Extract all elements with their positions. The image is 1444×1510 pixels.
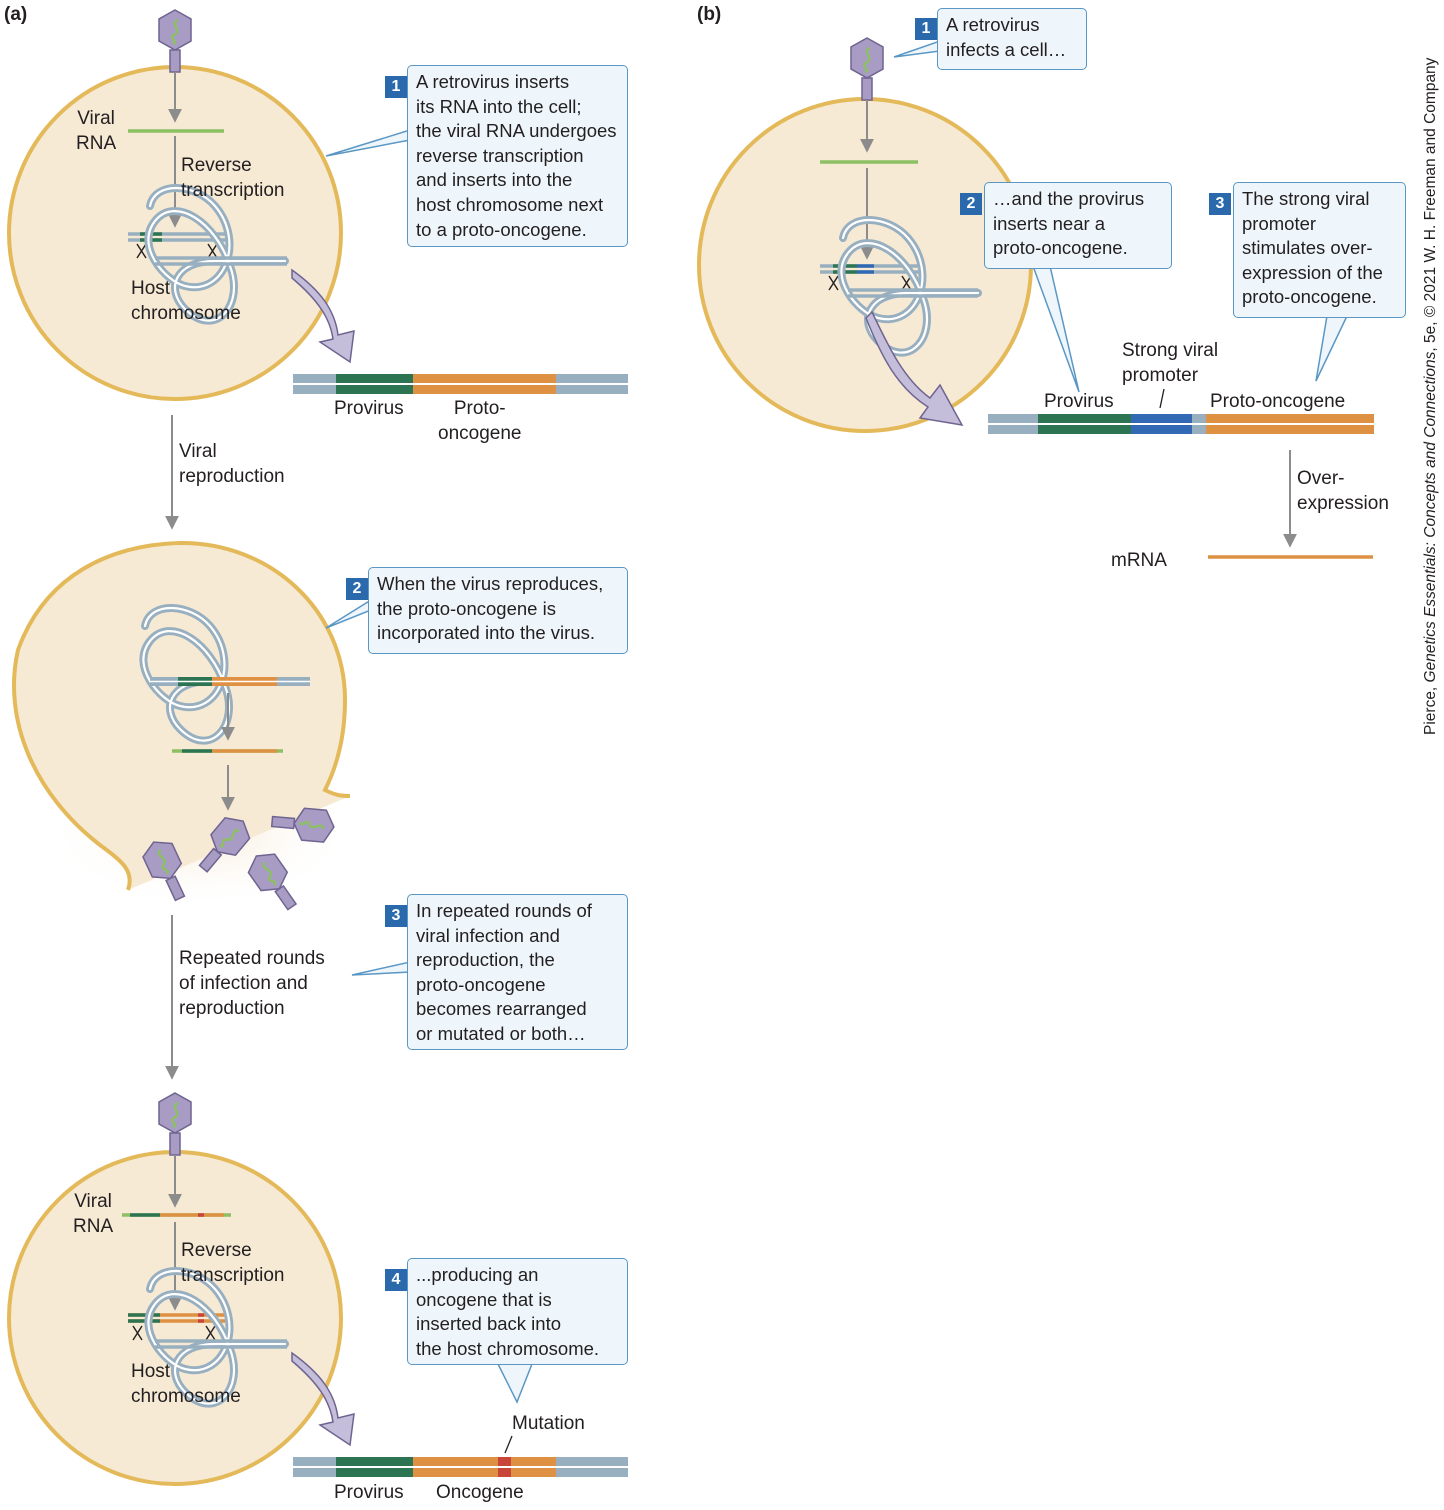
step-badge-a4: 4 [385, 1269, 407, 1291]
callout-b2: …and the provirus inserts near a proto-o… [984, 182, 1172, 269]
big-arrow-b [865, 310, 964, 426]
callout-b1-text: A retrovirus infects a cell… [946, 14, 1067, 60]
panel-label-b: (b) [697, 4, 722, 25]
label-proto-oncogene-1: Proto- oncogene [438, 398, 522, 444]
callout-a3: In repeated rounds of viral infection an… [407, 894, 628, 1050]
big-arrow-3 [291, 1351, 355, 1447]
step-badge-a1: 1 [385, 76, 407, 98]
provirus-oncogene-chromosome [293, 1457, 628, 1477]
provirus-promoter-chromosome [988, 414, 1374, 434]
label-host-chromosome-1: Host chromosome [131, 278, 241, 324]
credit-line: Pierce, Genetics Essentials: Concepts an… [1422, 58, 1440, 735]
label-provirus-2: Provirus [334, 1482, 404, 1503]
mutation-pointer [504, 1435, 513, 1454]
label-provirus-1: Provirus [334, 398, 404, 419]
panel-label-a: (a) [4, 4, 28, 25]
step-badge-b2: 2 [960, 193, 982, 215]
label-reverse-transcription-2: Reverse transcription [181, 1240, 285, 1286]
callout-b3: The strong viral promoter stimulates ove… [1233, 182, 1406, 318]
label-proto-oncogene-b: Proto-oncogene [1210, 391, 1346, 412]
incoming-retrovirus-icon-1 [157, 8, 193, 74]
callout-b2-text: …and the provirus inserts near a proto-o… [993, 188, 1145, 259]
callout-a1-text: A retrovirus inserts its RNA into the ce… [416, 71, 617, 240]
credit-suffix: , 5e, © 2021 W. H. Freeman and Company [1422, 57, 1439, 352]
label-repeated-rounds: Repeated rounds of infection and reprodu… [179, 948, 325, 1019]
credit-title: Genetics Essentials: Concepts and Connec… [1422, 351, 1439, 683]
step-badge-a2: 2 [346, 578, 368, 600]
callout-a3-text: In repeated rounds of viral infection an… [416, 900, 592, 1044]
label-host-chromosome-2: Host chromosome [131, 1361, 241, 1407]
host-cell-2 [12, 540, 351, 891]
callout-b3-text: The strong viral promoter stimulates ove… [1242, 188, 1383, 308]
label-oncogene: Oncogene [436, 1482, 524, 1503]
incoming-retrovirus-icon-b [849, 36, 885, 102]
label-mrna: mRNA [1111, 550, 1167, 571]
label-provirus-b: Provirus [1044, 391, 1114, 412]
label-mutation: Mutation [512, 1413, 585, 1434]
host-chromosome-2 [150, 677, 310, 686]
label-viral-reproduction: Viral reproduction [179, 441, 285, 487]
big-arrow-1 [291, 268, 355, 364]
callout-a4-text: ...producing an oncogene that is inserte… [416, 1264, 600, 1359]
callout-a4: ...producing an oncogene that is inserte… [407, 1258, 628, 1365]
label-overexpression: Over- expression [1297, 468, 1389, 514]
label-viral-rna-1: Viral RNA [76, 108, 117, 154]
label-strong-viral-promoter: Strong viral promoter [1122, 340, 1219, 386]
step-badge-b3: 3 [1209, 193, 1231, 215]
callout-a2-text: When the virus reproduces, the proto-onc… [377, 573, 604, 644]
step-badge-a3: 3 [385, 905, 407, 927]
callout-a2: When the virus reproduces, the proto-onc… [368, 567, 628, 654]
label-reverse-transcription-1: Reverse transcription [181, 155, 285, 201]
provirus-proto-oncogene-chromosome-1 [293, 374, 628, 394]
promoter-pointer [1159, 388, 1165, 409]
callout-a1: A retrovirus inserts its RNA into the ce… [407, 65, 628, 247]
credit-prefix: Pierce, [1422, 682, 1439, 735]
incoming-retrovirus-icon-2 [157, 1091, 193, 1157]
callout-b1: A retrovirus infects a cell… [937, 8, 1087, 70]
viral-dna-3 [128, 1313, 225, 1341]
label-viral-rna-2: Viral RNA [73, 1191, 114, 1237]
step-badge-b1: 1 [915, 18, 937, 40]
